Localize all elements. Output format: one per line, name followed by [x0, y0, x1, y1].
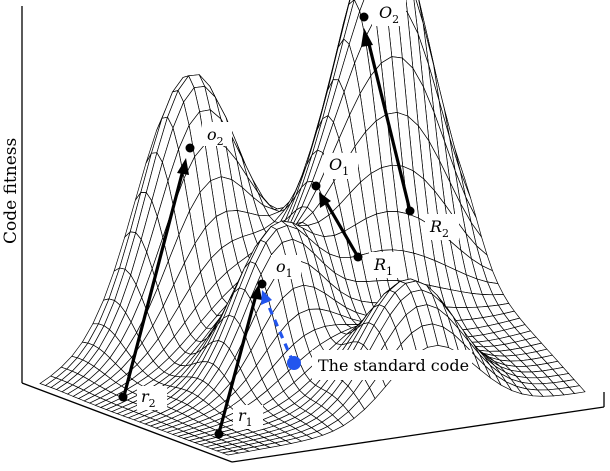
labels: O2 o2 O1 o1 R2 R1 r2 r1 — [137, 0, 459, 429]
peak-O1-dot — [311, 181, 321, 191]
arrowhead-o1 — [250, 284, 262, 300]
landscape-points — [118, 12, 415, 439]
arrowhead-O1 — [319, 192, 331, 208]
start-r2-dot — [118, 392, 128, 402]
label-o2: o2 — [207, 125, 224, 148]
axes — [21, 6, 605, 463]
arrowhead-o2 — [177, 158, 189, 175]
peak-O2-dot — [359, 12, 369, 22]
start-r1-dot — [214, 429, 224, 439]
fitness-surface — [39, 0, 586, 456]
arrowhead-O2 — [361, 28, 373, 47]
depth-axis — [21, 382, 233, 463]
evolution-paths — [122, 28, 412, 434]
path-standard-to-o1 — [264, 299, 295, 363]
path-R1-to-O1 — [324, 201, 360, 258]
label-r2: r2 — [141, 387, 156, 410]
standard-code-dot — [287, 356, 301, 370]
label-O1: O1 — [329, 155, 349, 178]
path-r1-to-o1 — [217, 294, 258, 434]
y-axis-label: Code fitness — [1, 138, 21, 244]
standard-code-label-box — [312, 350, 472, 380]
mesh-cell — [221, 450, 240, 456]
label-r1: r1 — [238, 406, 253, 429]
start-R1-dot — [353, 252, 363, 262]
path-R2-to-O2 — [366, 39, 412, 212]
peak-o2-dot — [185, 143, 195, 153]
start-R2-dot — [405, 206, 415, 216]
path-r2-to-o2 — [122, 169, 185, 397]
width-axis — [231, 406, 605, 463]
label-o1: o1 — [276, 257, 293, 280]
label-R1: R1 — [373, 255, 393, 278]
label-R2: R2 — [429, 217, 449, 240]
standard-code-label: The standard code — [318, 356, 469, 375]
peak-o1-dot — [257, 279, 267, 289]
label-O2: O2 — [379, 3, 399, 26]
arrowhead-standard — [261, 290, 272, 305]
